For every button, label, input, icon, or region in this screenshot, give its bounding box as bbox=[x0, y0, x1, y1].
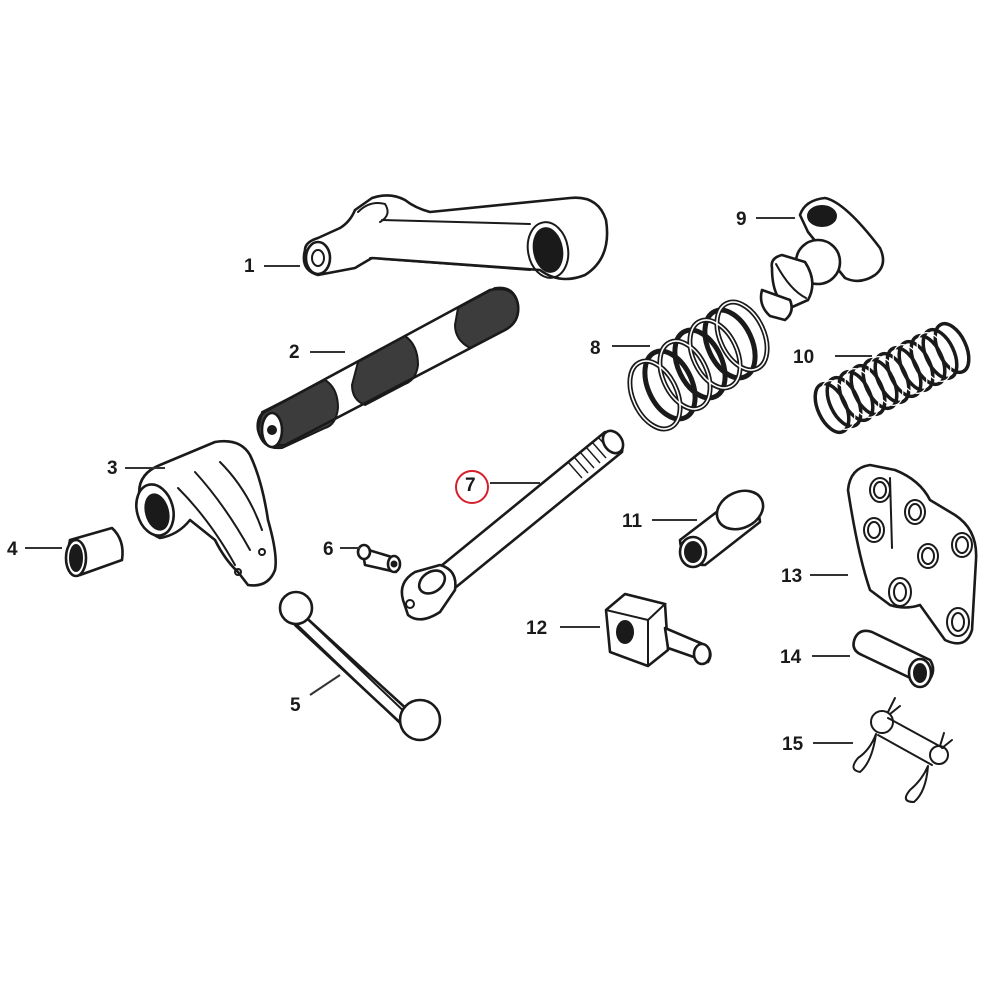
callout-4[interactable]: 4 bbox=[7, 539, 18, 560]
callout-1[interactable]: 1 bbox=[244, 256, 255, 277]
part-10-long-spring[interactable] bbox=[808, 319, 975, 438]
part-3-shift-fork-lever[interactable] bbox=[131, 440, 277, 587]
part-9-ball-joint[interactable] bbox=[759, 196, 885, 322]
part-4-bushing[interactable] bbox=[64, 526, 124, 578]
part-8-large-spring[interactable] bbox=[620, 294, 777, 437]
callout-11[interactable]: 11 bbox=[622, 511, 643, 532]
part-15-clevis-pin-with-clips[interactable] bbox=[852, 697, 953, 804]
part-12-block-pivot[interactable] bbox=[604, 592, 712, 668]
leader-lines bbox=[25, 217, 872, 744]
callout-13[interactable]: 13 bbox=[781, 566, 803, 587]
callout-9[interactable]: 9 bbox=[736, 209, 747, 230]
part-14-sleeve[interactable] bbox=[852, 629, 935, 689]
callout-5[interactable]: 5 bbox=[290, 695, 301, 716]
callout-2[interactable]: 2 bbox=[289, 342, 300, 363]
callout-3[interactable]: 3 bbox=[107, 458, 118, 479]
callout-12[interactable]: 12 bbox=[526, 618, 548, 639]
callout-6[interactable]: 6 bbox=[323, 539, 334, 560]
part-1-shift-lever-arm[interactable] bbox=[302, 194, 609, 281]
part-7-threaded-bolt[interactable] bbox=[400, 427, 627, 621]
callout-7[interactable]: 7 bbox=[465, 475, 476, 496]
callout-8[interactable]: 8 bbox=[590, 338, 601, 359]
callout-10[interactable]: 10 bbox=[793, 347, 815, 368]
part-11-flanged-bushing[interactable] bbox=[678, 484, 769, 569]
callout-7-highlight-ring bbox=[455, 470, 489, 504]
part-5-connecting-rod[interactable] bbox=[278, 590, 442, 742]
part-2-splined-shaft[interactable] bbox=[256, 286, 520, 450]
part-13-mounting-bracket[interactable] bbox=[846, 463, 978, 645]
callout-15[interactable]: 15 bbox=[782, 734, 804, 755]
callout-14[interactable]: 14 bbox=[780, 647, 802, 668]
part-6-small-pin[interactable] bbox=[356, 543, 402, 574]
